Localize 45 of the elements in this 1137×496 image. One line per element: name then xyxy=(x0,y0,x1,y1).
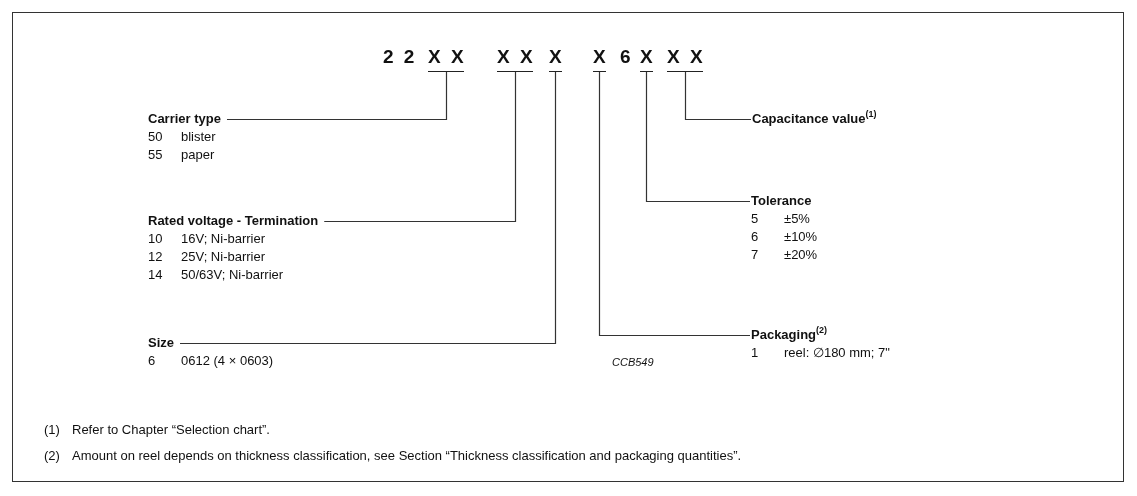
option-description: ±5% xyxy=(784,210,811,228)
option-code: 7 xyxy=(751,246,760,264)
option-description: paper xyxy=(181,146,216,164)
code-digit: 6 xyxy=(620,46,631,68)
footnote-mark: (1) xyxy=(44,422,60,437)
field-heading: Rated voltage - Termination xyxy=(148,212,319,230)
option-code: 10 xyxy=(148,230,164,248)
option-description: reel: ∅180 mm; 7" xyxy=(784,344,890,362)
leader-line xyxy=(323,71,517,223)
option-description: 25V; Ni-barrier xyxy=(181,248,267,266)
option-description: 16V; Ni-barrier xyxy=(181,230,267,248)
option-code: 5 xyxy=(751,210,760,228)
leader-line xyxy=(645,71,751,203)
code-position: X X xyxy=(428,46,464,72)
option-description: 50/63V; Ni-barrier xyxy=(181,266,285,284)
footnote-text: Refer to Chapter “Selection chart”. xyxy=(72,422,270,437)
field-heading: Tolerance xyxy=(751,192,812,210)
option-code: 50 xyxy=(148,128,164,146)
leader-line xyxy=(226,71,448,121)
leader-line xyxy=(684,71,752,121)
leader-line xyxy=(179,71,557,345)
code-position: X X xyxy=(667,46,703,72)
option-description: ±10% xyxy=(784,228,818,246)
footnote-text: Amount on reel depends on thickness classification, see Section “Thickness classification and packaging quantities”. xyxy=(72,448,742,463)
field-heading: Carrier type xyxy=(148,110,221,128)
option-description: blister xyxy=(181,128,217,146)
code-position: X xyxy=(549,46,562,72)
option-description: 0612 (4 × 0603) xyxy=(181,352,274,370)
figure-code: CCB549 xyxy=(612,356,654,368)
code-position: X xyxy=(593,46,606,72)
field-heading: Size xyxy=(148,334,174,352)
field-heading: Capacitance value$^{(1)}$ xyxy=(752,110,877,128)
footnote-mark: (2) xyxy=(44,448,60,463)
code-position: X X xyxy=(497,46,533,72)
option-code: 12 xyxy=(148,248,164,266)
code-position: X xyxy=(640,46,653,72)
leader-line xyxy=(598,71,751,337)
field-heading: Packaging$^{(2)}$ xyxy=(751,326,828,344)
option-code: 6 xyxy=(148,352,157,370)
option-code: 14 xyxy=(148,266,164,284)
option-code: 55 xyxy=(148,146,164,164)
option-description: ±20% xyxy=(784,246,818,264)
code-digits: 2 2 xyxy=(383,46,415,68)
option-code: 6 xyxy=(751,228,760,246)
option-code: 1 xyxy=(751,344,760,362)
